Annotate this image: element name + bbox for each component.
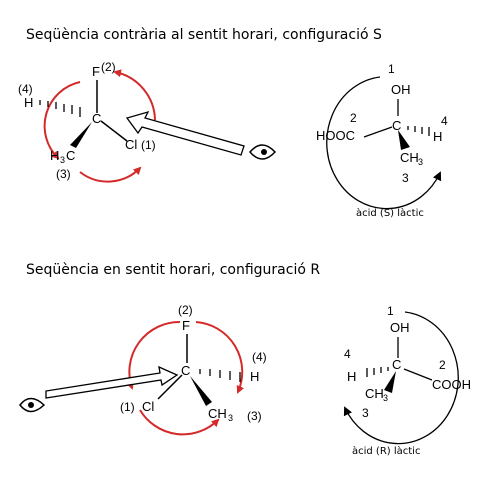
top-rank-cl: (1): [141, 138, 156, 152]
top-perspective-molecule: F (2) C H (4) Cl (1) H 3 C (3): [18, 60, 277, 183]
top-lactic-caption: àcid (S) làctic: [356, 207, 424, 219]
top-atom-ch3-c: C: [66, 148, 75, 163]
bottom-lactic-molecule: 1 OH 4 H C 2 COOH CH 3 3 àcid (R) làctic: [343, 304, 471, 457]
top-lactic-hooc: HOOC: [316, 128, 355, 143]
top-lactic-ch3-sub: 3: [418, 157, 423, 167]
bottom-lactic-ch3: CH: [365, 386, 384, 401]
top-atom-h: H: [24, 95, 33, 110]
bottom-lactic-rank-2: 2: [439, 358, 446, 372]
bottom-rank-ch3: (3): [247, 409, 262, 423]
top-bond-c-cl: [100, 120, 128, 142]
bottom-rank-f: (2): [178, 303, 193, 317]
bottom-bond-c-ch3-wedge: [190, 376, 212, 406]
top-atom-ch3-h: H: [50, 148, 59, 163]
bottom-black-rotation-arrow: [343, 311, 459, 445]
top-eye-icon: [249, 144, 277, 160]
bottom-lactic-oh: OH: [390, 320, 410, 335]
top-lactic-rank-1: 1: [388, 62, 395, 76]
top-bond-c-ch3-wedge: [70, 122, 92, 148]
top-atom-ch3-sub: 3: [60, 155, 65, 165]
top-rank-h: (4): [18, 82, 33, 96]
bottom-lactic-rank-1: 1: [387, 304, 394, 318]
bottom-atom-ch3: CH: [208, 406, 227, 421]
bottom-bond-c-cooh: [403, 368, 433, 381]
bottom-lactic-rank-3: 3: [362, 406, 369, 420]
bottom-lactic-rank-4: 4: [344, 347, 351, 361]
top-red-arrow-bottom: [79, 166, 142, 183]
top-atom-f: F: [92, 64, 100, 79]
bottom-perspective-molecule: F (2) C H (4) Cl (1) CH 3 (3): [19, 303, 267, 436]
bottom-lactic-cooh: COOH: [432, 377, 471, 392]
bottom-view-arrow: [45, 365, 179, 399]
bottom-bond-c-h-hash-lactic: [366, 367, 389, 377]
top-red-arrow-left: [43, 81, 81, 160]
top-red-arrow-right: [113, 69, 156, 121]
bottom-atom-h: H: [250, 369, 259, 384]
bottom-atom-c: C: [181, 363, 190, 378]
top-lactic-rank-2: 2: [350, 111, 357, 125]
bottom-lactic-h: H: [347, 369, 356, 384]
bottom-red-arrow-bottom: [139, 409, 220, 436]
top-lactic-ch3: CH: [400, 150, 419, 165]
bottom-red-arrow-left: [126, 320, 181, 390]
bottom-bond-c-ch3-wedge-lactic: [384, 371, 396, 393]
top-heading: Seqüència contrària al sentit horari, co…: [26, 27, 382, 43]
bottom-eye-icon: [19, 397, 46, 413]
bottom-lactic-ch3-sub: 3: [383, 393, 388, 403]
bottom-atom-cl: Cl: [142, 399, 154, 414]
top-bond-c-h-hash-lactic: [407, 126, 430, 136]
top-black-rotation-arrow: [326, 76, 442, 210]
bottom-bond-c-h-hash: [199, 369, 241, 382]
bottom-lactic-caption: àcid (R) làctic: [352, 445, 420, 457]
bottom-rank-cl: (1): [120, 400, 135, 414]
top-bond-c-h-hash: [39, 100, 81, 117]
bottom-atom-ch3-sub: 3: [228, 413, 233, 423]
bottom-bond-c-cl: [157, 374, 183, 400]
top-lactic-oh: OH: [391, 82, 411, 97]
bottom-red-arrow-right: [195, 321, 245, 394]
top-lactic-c: C: [392, 118, 401, 133]
bottom-atom-f: F: [182, 318, 190, 333]
top-lactic-rank-4: 4: [441, 114, 448, 128]
top-lactic-h: H: [433, 129, 442, 144]
top-bond-c-ch3-wedge-lactic: [398, 130, 410, 150]
bottom-heading: Seqüència en sentit horari, configuració…: [26, 262, 321, 278]
top-view-arrow: [125, 110, 245, 156]
top-bond-c-hooc: [363, 126, 393, 138]
top-atom-c: C: [92, 111, 101, 126]
top-rank-f: (2): [101, 60, 116, 74]
top-rank-ch3: (3): [56, 167, 71, 181]
bottom-lactic-c: C: [392, 357, 401, 372]
top-lactic-molecule: 1 OH 2 HOOC C 4 H CH 3 3 àcid (S) làctic: [316, 62, 448, 219]
top-lactic-rank-3: 3: [402, 171, 409, 185]
bottom-rank-h: (4): [252, 350, 267, 364]
top-atom-cl: Cl: [125, 137, 137, 152]
